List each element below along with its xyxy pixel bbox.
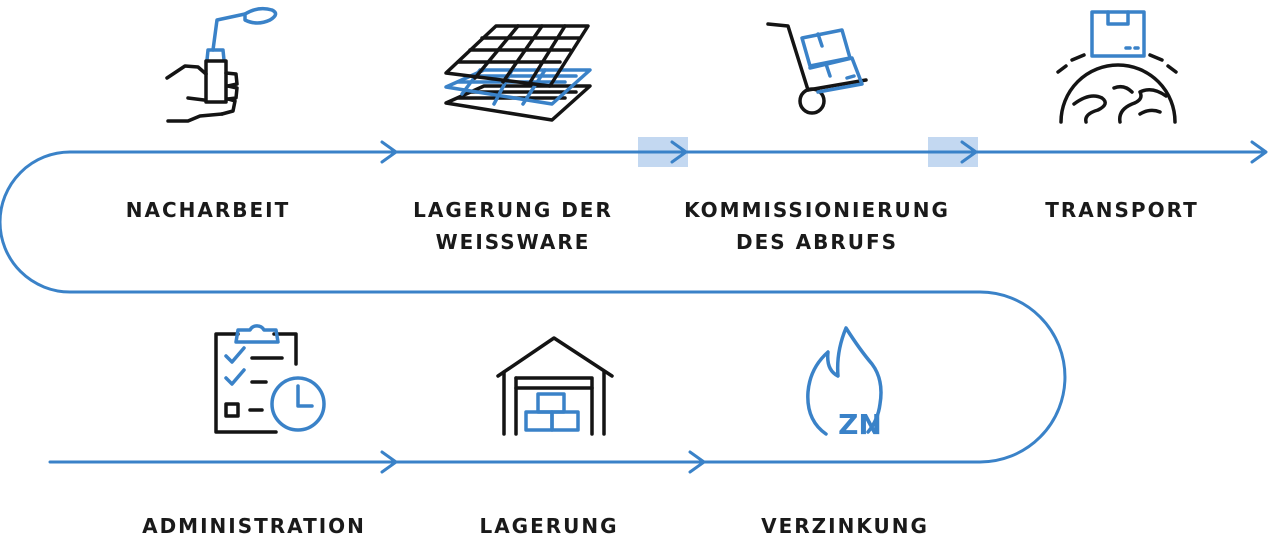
step-label-lagerung: LAGERUNG	[479, 510, 618, 542]
label-line: LAGERUNG	[479, 514, 619, 538]
arrowhead	[380, 140, 398, 164]
stacked-grates-icon	[444, 24, 592, 122]
label-line: KOMMISSIONIERUNG	[684, 198, 950, 222]
step-label-verzinkung: VERZINKUNG	[761, 510, 929, 542]
arrowhead	[960, 140, 978, 164]
welding-torch-hand-icon	[165, 6, 278, 123]
arrowhead	[670, 140, 688, 164]
label-line: TRANSPORT	[1045, 198, 1199, 222]
arrowheads	[380, 140, 1268, 474]
arrowhead	[1250, 140, 1268, 164]
step-label-transport: TRANSPORT	[1045, 194, 1198, 226]
flame-zn-icon: ZN	[806, 326, 883, 441]
arrowhead	[688, 450, 706, 474]
warehouse-boxes-icon	[496, 336, 614, 436]
label-line: ADMINISTRATION	[142, 514, 366, 538]
hand-truck-boxes-icon	[766, 22, 868, 115]
label-line: LAGERUNG DER	[413, 198, 613, 222]
clipboard-checklist-clock-icon	[214, 324, 326, 434]
step-label-kommissionierung: KOMMISSIONIERUNG DES ABRUFS	[684, 194, 950, 258]
arrowhead	[380, 450, 398, 474]
box-over-globe-icon	[1056, 10, 1178, 124]
label-line: VERZINKUNG	[761, 514, 929, 538]
step-label-nacharbeit: NACHARBEIT	[126, 194, 291, 226]
step-label-lagerung-der-weissware: LAGERUNG DER WEISSWARE	[413, 194, 613, 258]
label-line: DES ABRUFS	[735, 230, 899, 254]
flow-path	[0, 150, 1267, 464]
step-label-administration: ADMINISTRATION	[142, 510, 366, 542]
flame-zn-text: ZN	[838, 408, 882, 441]
label-line: WEISSWARE	[435, 230, 591, 254]
label-line: NACHARBEIT	[125, 198, 291, 222]
